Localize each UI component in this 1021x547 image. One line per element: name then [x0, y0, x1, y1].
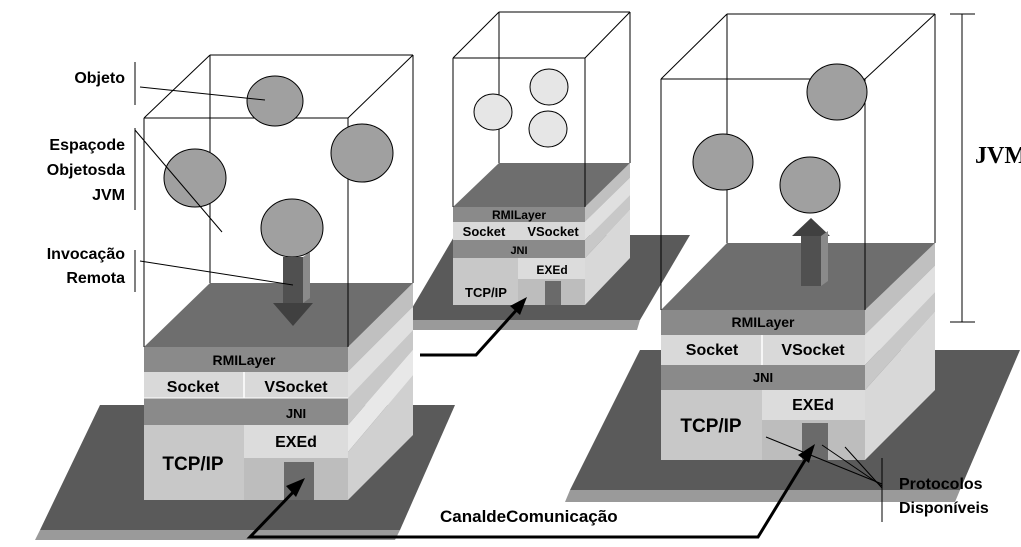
left-roof	[144, 283, 413, 347]
left-leaders	[134, 62, 294, 292]
left-exed-label: EXEd	[275, 434, 317, 451]
label-espaco-2: Objetosda	[47, 162, 125, 179]
label-espaco-1: Espaçode	[49, 137, 125, 154]
right-tcp-block	[661, 390, 762, 460]
jvm-bracket	[950, 13, 975, 323]
right-exed-block	[762, 390, 865, 420]
right-rmilayer-band	[661, 310, 865, 335]
mid-roof	[453, 163, 630, 207]
right-jni-band	[661, 365, 865, 390]
left-jni-band	[144, 398, 348, 425]
left-sphere-1	[246, 75, 304, 127]
left-socket-band	[144, 372, 348, 398]
mid-socket-label: Socket	[463, 224, 506, 239]
left-sphere-3	[330, 123, 394, 183]
label-canal-de-comunicacao: CanaldeComunicação	[440, 507, 618, 526]
left-sphere-4	[260, 198, 324, 258]
left-socket-label: Socket	[167, 379, 220, 396]
building-right: RMILayer Socket VSocket JNI EXEd TCP/IP	[660, 13, 936, 460]
mid-sphere-2	[473, 93, 513, 131]
mid-exed-label: EXEd	[536, 263, 567, 277]
platform-right-side	[565, 490, 960, 502]
label-jvm: JVM	[975, 143, 1021, 169]
mid-jni-label: JNI	[510, 245, 527, 257]
right-roof	[661, 243, 935, 310]
left-vsocket-label: VSocket	[264, 379, 328, 396]
left-jni-label: JNI	[286, 406, 306, 421]
invocation-down-arrow	[273, 252, 313, 326]
left-tcp-block	[144, 425, 244, 500]
right-rmilayer-label: RMILayer	[731, 314, 795, 330]
right-socket-label: Socket	[686, 342, 739, 359]
right-sphere-2	[692, 133, 754, 191]
right-sphere-1	[806, 63, 868, 121]
right-sphere-3	[779, 156, 841, 214]
mid-socket-band	[453, 222, 585, 240]
mid-rmilayer-band	[453, 207, 585, 222]
label-objeto: Objeto	[74, 70, 125, 87]
mid-rmilayer-label: RMILayer	[492, 208, 546, 222]
left-rmilayer-band	[144, 347, 348, 372]
mid-exed-block	[518, 258, 585, 279]
label-protocolos-1: Protocolos	[899, 476, 983, 493]
platform-middle-side	[402, 320, 640, 330]
mid-sphere-3	[528, 110, 568, 148]
invocation-up-arrow	[792, 218, 830, 286]
right-jni-label: JNI	[753, 370, 773, 385]
channel-arrowhead-left	[286, 478, 305, 497]
left-exed-block	[244, 425, 348, 458]
mid-jni-band	[453, 240, 585, 258]
left-tcpip-label: TCP/IP	[162, 454, 224, 475]
label-invocacao-1: Invocação	[47, 246, 125, 263]
mid-sphere-1	[529, 68, 569, 106]
channel-connection-bottom	[246, 451, 812, 539]
mid-tcp-block	[453, 258, 518, 305]
mid-channel-slot	[545, 281, 561, 305]
protocol-leaders	[765, 436, 883, 522]
mid-tcpip-label: TCP/IP	[465, 285, 507, 300]
label-invocacao-2: Remota	[66, 270, 125, 287]
right-exed-label: EXEd	[792, 397, 834, 414]
label-protocolos-2: Disponíveis	[899, 500, 989, 517]
label-espaco-3: JVM	[92, 187, 125, 204]
left-sphere-2	[163, 148, 227, 208]
left-rmilayer-label: RMILayer	[212, 352, 276, 368]
right-socket-band	[661, 335, 865, 365]
channel-arrowhead-top	[510, 297, 527, 315]
right-vsocket-label: VSocket	[781, 342, 845, 359]
channel-connection-top	[420, 303, 523, 357]
right-tcpip-label: TCP/IP	[680, 416, 742, 437]
building-middle: RMILayer Socket VSocket JNI EXEd TCP/IP	[452, 11, 631, 305]
mid-vsocket-label: VSocket	[527, 224, 579, 239]
building-left: RMILayer Socket VSocket JNI EXEd TCP/IP	[143, 54, 414, 500]
